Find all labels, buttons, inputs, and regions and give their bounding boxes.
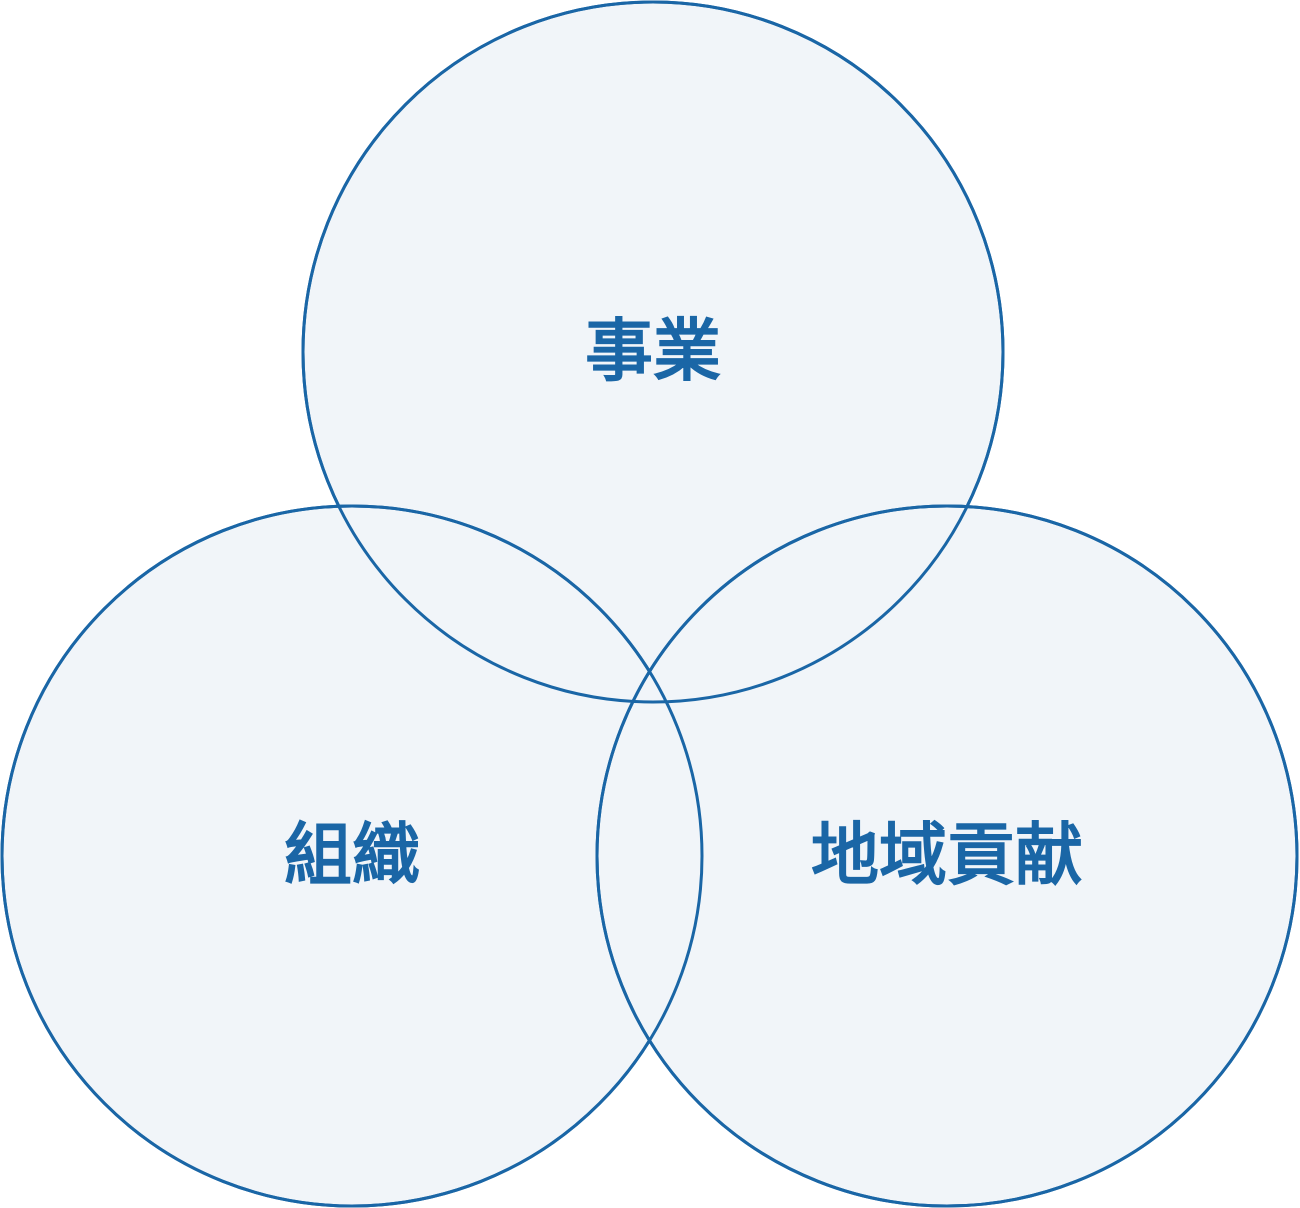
label-organization: 組織 bbox=[284, 817, 420, 896]
circle-organization-outline bbox=[0, 504, 704, 1208]
label-business: 事業 bbox=[585, 313, 721, 392]
label-community: 地域貢献 bbox=[811, 817, 1083, 896]
circle-business-outline bbox=[301, 0, 1005, 704]
circle-community-outline bbox=[595, 504, 1299, 1208]
